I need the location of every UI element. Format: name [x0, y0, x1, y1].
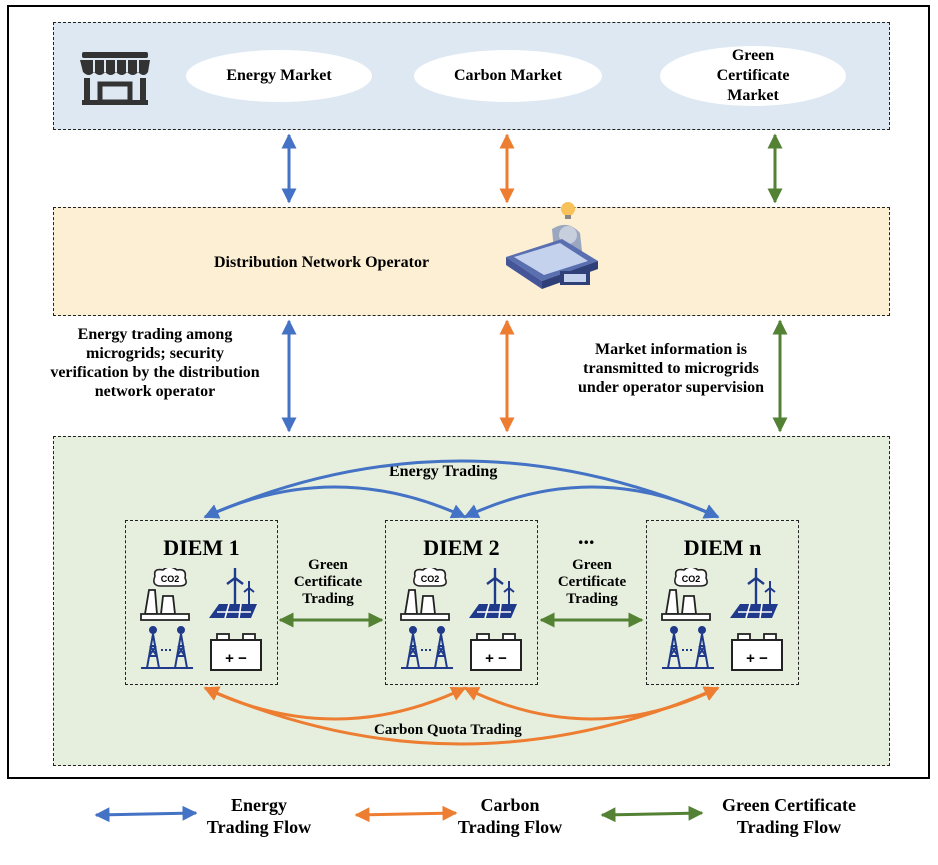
- carbon-quota-trading-label: Carbon Quota Trading: [374, 722, 522, 738]
- transmission-tower-icon: [662, 626, 714, 669]
- green-trading-label-1: Green Certificate Trading: [293, 557, 363, 607]
- energy-market-label: Energy Market: [226, 67, 332, 84]
- carbon-curve-2-n: [463, 686, 720, 721]
- factory-co2-icon: CO2: [140, 566, 190, 621]
- left-note: Energy trading among microgrids; securit…: [50, 326, 260, 400]
- diem-1-label: DIEM 1: [163, 535, 240, 560]
- wind-farm-icon: [469, 568, 517, 619]
- legend-green-arrow: [600, 805, 704, 823]
- ellipsis: ...: [578, 524, 595, 549]
- legend-energy-label: Energy Trading Flow: [206, 795, 312, 837]
- green-certificate-market-label: Green Certificate Market: [716, 47, 790, 104]
- co2-text: CO2: [682, 574, 701, 584]
- diem-1-icons: CO2 + −: [139, 566, 265, 674]
- wind-farm-icon: [730, 568, 778, 619]
- co2-text: CO2: [421, 574, 440, 584]
- green-trading-label-2: Green Certificate Trading: [557, 557, 627, 607]
- outer-frame: [7, 5, 930, 779]
- diem-2-icons: CO2 + −: [399, 566, 525, 674]
- wind-farm-icon: [209, 568, 257, 619]
- battery-icon: + −: [210, 633, 262, 671]
- energy-curve-1-2: [203, 485, 467, 519]
- green-certificate-market: Green Certificate Market: [660, 46, 846, 106]
- battery-icon: + −: [470, 633, 522, 671]
- factory-co2-icon: CO2: [661, 566, 711, 621]
- carbon-market-label: Carbon Market: [454, 67, 562, 84]
- diem-n-icons: CO2 + −: [660, 566, 786, 674]
- battery-sign-text: + −: [746, 650, 768, 667]
- transmission-tower-icon: [141, 626, 193, 669]
- carbon-curve-1-2: [203, 686, 467, 721]
- operator-computer-icon: [506, 202, 598, 289]
- diem-n-label: DIEM n: [683, 535, 762, 560]
- diem-2-label: DIEM 2: [423, 535, 500, 560]
- operator-layer: [53, 207, 890, 316]
- co2-text: CO2: [161, 574, 180, 584]
- legend-carbon-arrow: [354, 805, 458, 823]
- operator-title: Distribution Network Operator: [214, 254, 430, 271]
- factory-co2-icon: CO2: [400, 566, 450, 621]
- energy-curve-1-n: [203, 459, 720, 519]
- battery-sign-text: + −: [485, 650, 507, 667]
- energy-market: Energy Market: [186, 50, 372, 102]
- legend-carbon-label: Carbon Trading Flow: [457, 795, 563, 837]
- energy-trading-label: Energy Trading: [389, 463, 498, 480]
- carbon-market: Carbon Market: [414, 50, 602, 102]
- carbon-curve-1-n: [203, 686, 720, 746]
- legend-green-label: Green Certificate Trading Flow: [721, 795, 857, 837]
- legend-energy-arrow: [94, 805, 198, 823]
- battery-sign-text: + −: [225, 650, 247, 667]
- battery-icon: + −: [731, 633, 783, 671]
- right-note: Market information is transmitted to mic…: [577, 341, 765, 396]
- energy-curve-2-n: [463, 485, 720, 519]
- transmission-tower-icon: [401, 626, 453, 669]
- store-icon: [80, 52, 150, 105]
